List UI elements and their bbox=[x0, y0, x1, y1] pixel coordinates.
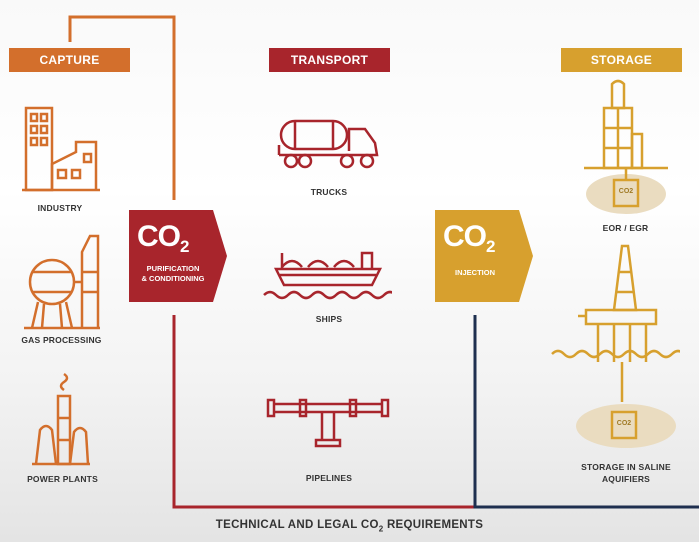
capture-header: CAPTURE bbox=[9, 48, 130, 72]
injection-co2-formula: CO2 bbox=[443, 220, 496, 256]
offshore-rig-icon: CO2 bbox=[550, 242, 680, 454]
gas-processing-icon bbox=[20, 232, 102, 330]
transport-header: TRANSPORT bbox=[269, 48, 390, 72]
purification-co2-formula: CO2 bbox=[137, 220, 190, 256]
saline-label-line1: STORAGE IN SALINE bbox=[581, 462, 671, 472]
saline-co2-badge: CO2 bbox=[616, 420, 632, 427]
injection-line1: INJECTION bbox=[454, 268, 495, 277]
oil-well-icon: CO2 bbox=[580, 78, 672, 220]
pipeline-icon bbox=[266, 396, 390, 456]
storage-header: STORAGE bbox=[561, 48, 682, 72]
pipelines-label: PIPELINES bbox=[305, 473, 353, 483]
purification-box: CO2 PURIFICATION & CONDITIONING bbox=[129, 210, 227, 302]
industry-label: INDUSTRY bbox=[37, 203, 83, 213]
truck-icon bbox=[275, 115, 383, 173]
injection-box: CO2 INJECTION bbox=[435, 210, 533, 302]
power-plant-icon bbox=[30, 370, 90, 468]
trucks-label: TRUCKS bbox=[310, 187, 348, 197]
purification-line1: PURIFICATION bbox=[146, 264, 200, 273]
factory-icon bbox=[20, 104, 102, 194]
purification-line2: & CONDITIONING bbox=[141, 274, 205, 283]
eor-egr-label: EOR / EGR bbox=[602, 223, 649, 233]
saline-label-line2: AQUIFIERS bbox=[601, 474, 651, 484]
gas-processing-label: GAS PROCESSING bbox=[21, 335, 102, 345]
eor-co2-badge: CO2 bbox=[618, 188, 634, 195]
footer-requirements: TECHNICAL AND LEGAL CO2 REQUIREMENTS bbox=[215, 519, 484, 534]
power-plants-label: POWER PLANTS bbox=[27, 474, 98, 484]
ships-label: SHIPS bbox=[315, 314, 343, 324]
ship-icon bbox=[262, 245, 392, 307]
